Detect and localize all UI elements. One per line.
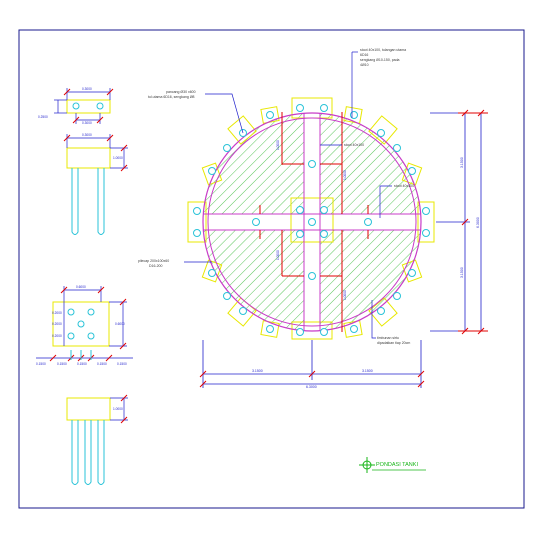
dim-lower-cap-height: 0.6000 bbox=[115, 322, 125, 326]
tank-annotations: stoot 40x100, tulangan utama 6D16 sengka… bbox=[138, 48, 414, 345]
dim-lower-grid-1: 0.2000 bbox=[52, 311, 62, 315]
dim-lower-bottom-2: 0.1500 bbox=[57, 362, 67, 366]
upper-cap-elevation bbox=[66, 147, 111, 169]
drawing-border bbox=[18, 29, 525, 509]
dim-lower-bottom-5: 0.1500 bbox=[117, 362, 127, 366]
dim-tank-half-right: 3.1500 bbox=[362, 369, 373, 373]
inner-dim-1: 1.0000 bbox=[276, 140, 280, 150]
annotation-left-1: pancang Ø30 x600 bbox=[166, 90, 196, 94]
dim-upper-cap-width: 0.3000 bbox=[82, 133, 92, 137]
pilecap-right bbox=[417, 201, 435, 243]
tank-outer-ring bbox=[202, 112, 422, 332]
upper-pilecap-detail: 0.3000 0.3000 0.2500 0.3000 1.0000 bbox=[38, 87, 128, 235]
dim-lower-bottom-1: 0.1500 bbox=[36, 362, 46, 366]
inner-dim-3: 1.0000 bbox=[276, 250, 280, 260]
pilecap-center bbox=[290, 197, 334, 243]
inner-dim-4: 1.0000 bbox=[343, 290, 347, 300]
lower-pilecap-detail: 0.6000 0.6000 0.2000 0.2000 0.2000 0.150… bbox=[36, 285, 133, 485]
pilecap-left bbox=[187, 201, 207, 243]
lower-cap-plan bbox=[52, 301, 110, 347]
annotation-pilecap-1: pilecap 200x100x60 bbox=[138, 259, 169, 263]
dim-lower-cap-width: 0.6000 bbox=[76, 285, 86, 289]
annotation-top-right-2: 6D16 bbox=[360, 53, 368, 57]
tank-inner-ring bbox=[207, 117, 417, 327]
inner-dim-2: 1.0000 bbox=[343, 170, 347, 180]
dim-tank-half-left: 3.1500 bbox=[252, 369, 263, 373]
pile-group bbox=[193, 104, 430, 336]
dim-lower-pile-height: 1.0000 bbox=[113, 407, 123, 411]
dim-top-side-left: 0.2500 bbox=[38, 115, 48, 119]
dim-lower-bottom-4: 0.1500 bbox=[97, 362, 107, 366]
tank-dimensions-bottom bbox=[202, 340, 422, 388]
pilecap-se bbox=[368, 297, 398, 327]
annotation-top-right-1: stoot 40x100, tulangan utama bbox=[360, 48, 406, 52]
dim-tank-total: 6.3000 bbox=[306, 385, 317, 389]
annotation-left-2: tul.utama 6D16, sengkang Ø8 bbox=[148, 95, 195, 99]
drawing-title: PONDASI TANKI bbox=[376, 462, 418, 468]
upper-cap-plan bbox=[66, 99, 111, 114]
lower-cap-elevation bbox=[66, 397, 111, 421]
pilecap-ne bbox=[368, 115, 398, 145]
pilecap-bottom bbox=[291, 321, 333, 340]
dim-right-total: 6.3000 bbox=[476, 217, 480, 228]
dim-lower-grid-2: 0.2000 bbox=[52, 322, 62, 326]
annotation-bottom-1: timbunan sirtu bbox=[377, 336, 399, 340]
drawing-title-block: PONDASI TANKI bbox=[359, 457, 426, 473]
dim-top-lower: 0.3000 bbox=[82, 121, 92, 125]
dim-right-half-bottom: 3.1500 bbox=[460, 267, 464, 278]
annotation-top-right-4: 4Ø10 bbox=[360, 63, 369, 67]
annotation-top-right-3: sengkang Ø10-150, pada bbox=[360, 58, 400, 62]
dim-lower-grid-3: 0.2000 bbox=[52, 334, 62, 338]
annotation-bottom-2: dipadatkan tiap 20cm bbox=[377, 341, 410, 345]
pilecap-nw bbox=[227, 115, 257, 145]
annotation-center-stoot: stoot 40x100 bbox=[344, 143, 364, 147]
dim-right-half-top: 3.1500 bbox=[460, 157, 464, 168]
annotation-pilecap-2: D16-200 bbox=[149, 264, 162, 268]
dim-upper-cap-height: 1.0000 bbox=[113, 156, 123, 160]
tank-plan: 1.0000 1.0000 1.0000 1.0000 bbox=[187, 97, 435, 340]
annotation-right-stoot: stoot 40x100 bbox=[394, 184, 414, 188]
dim-top-width: 0.3000 bbox=[82, 87, 92, 91]
dim-lower-bottom-3: 0.1500 bbox=[77, 362, 87, 366]
